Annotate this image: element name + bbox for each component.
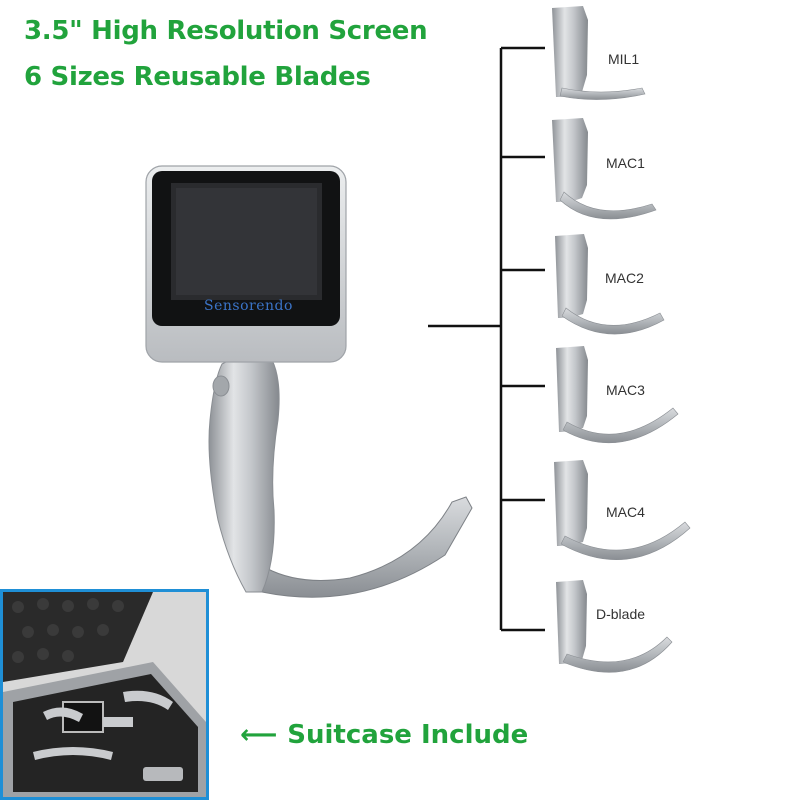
blade-label-mil1: MIL1 — [608, 51, 640, 67]
blade-mil1 — [552, 6, 646, 100]
blade-mac4 — [554, 460, 691, 560]
brand-label: Sensorendo — [204, 298, 293, 314]
connector-lines — [428, 46, 545, 632]
suitcase-caption: ⟵ Suitcase Include — [240, 720, 528, 750]
blade-label-mac4: MAC4 — [606, 504, 645, 520]
blade-d-blade — [556, 580, 673, 673]
blade-mac3 — [556, 346, 679, 444]
headline-screen: 3.5" High Resolution Screen — [24, 16, 428, 46]
blade-label-d-blade: D-blade — [596, 606, 646, 622]
blade-label-mac1: MAC1 — [606, 155, 645, 171]
blade-label-mac2: MAC2 — [605, 270, 644, 286]
left-arrow-icon: ⟵ — [240, 720, 278, 750]
suitcase-photo — [0, 589, 209, 800]
suitcase-caption-text: Suitcase Include — [287, 720, 529, 750]
videolaryngoscope — [145, 165, 473, 598]
headline-blades: 6 Sizes Reusable Blades — [24, 62, 371, 92]
blade-label-mac3: MAC3 — [606, 382, 645, 398]
blade-mac2 — [555, 234, 665, 335]
blade-mac1 — [552, 118, 657, 220]
